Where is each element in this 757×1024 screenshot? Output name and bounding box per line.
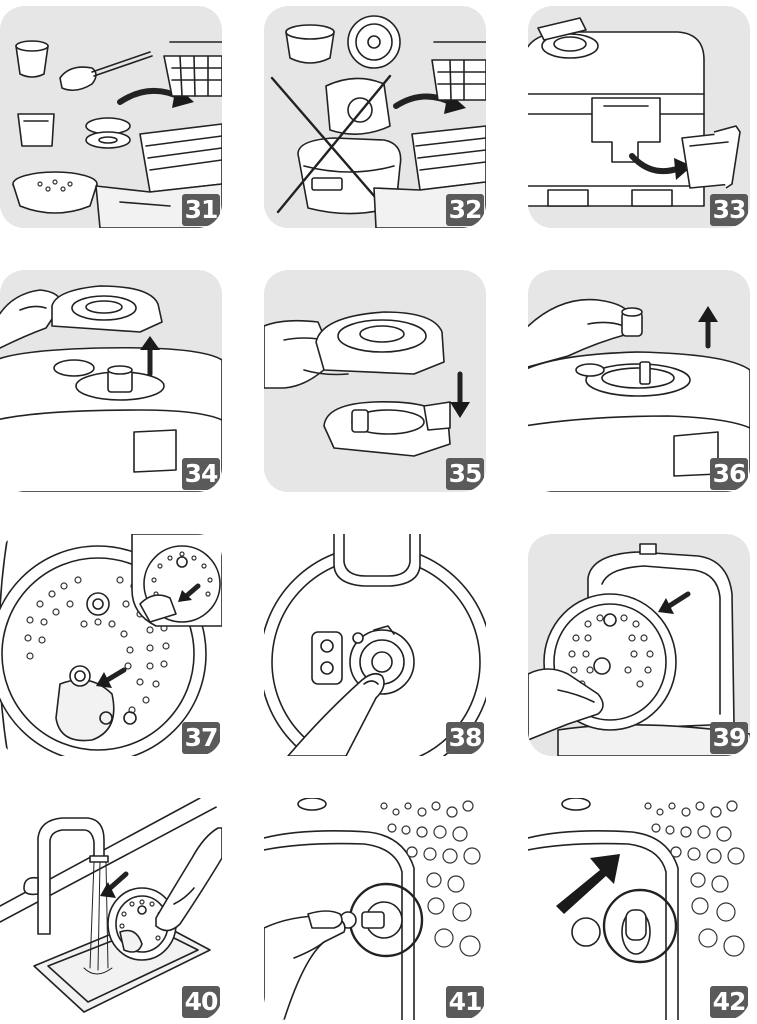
step-number-badge: 36 bbox=[710, 458, 748, 490]
step-38-panel: 38 bbox=[264, 534, 486, 756]
step-number-badge: 40 bbox=[182, 986, 220, 1018]
lift-steam-valve-cover-icon bbox=[0, 285, 222, 492]
step-34-panel: 34 bbox=[0, 270, 222, 492]
press-inner-lid-button-icon bbox=[264, 534, 486, 756]
step-33-panel: 33 bbox=[528, 6, 750, 228]
rinse-inner-lid-icon bbox=[0, 798, 222, 1013]
step-37-panel: 37 bbox=[0, 534, 222, 756]
step-number-badge: 34 bbox=[182, 458, 220, 490]
step-40-panel: 40 bbox=[0, 798, 222, 1020]
remove-inner-lid-icon bbox=[528, 543, 750, 756]
step-32-panel: 32 bbox=[264, 6, 486, 228]
step-number-badge: 31 bbox=[182, 194, 220, 226]
step-number-badge: 38 bbox=[446, 722, 484, 754]
step-42-panel: 42 bbox=[528, 798, 750, 1020]
step-number-badge: 42 bbox=[710, 986, 748, 1018]
remove-inner-lid-knob-icon bbox=[0, 534, 222, 756]
step-35-panel: 35 bbox=[264, 270, 486, 492]
step-39-panel: 39 bbox=[528, 534, 750, 756]
insert-seal-knob-icon bbox=[264, 798, 481, 1020]
step-number-badge: 33 bbox=[710, 194, 748, 226]
step-number-badge: 37 bbox=[182, 722, 220, 754]
step-number-badge: 35 bbox=[446, 458, 484, 490]
step-number-badge: 32 bbox=[446, 194, 484, 226]
step-36-panel: 36 bbox=[528, 270, 750, 492]
remove-valve-cap-icon bbox=[528, 298, 750, 492]
separate-valve-parts-icon bbox=[264, 311, 470, 457]
remove-condensation-collector-icon bbox=[528, 17, 741, 207]
step-31-panel: 31 bbox=[0, 6, 222, 228]
step-number-badge: 41 bbox=[446, 986, 484, 1018]
washable-parts-dishwasher-icon bbox=[12, 40, 222, 228]
push-seal-knob-icon bbox=[528, 798, 745, 1020]
step-41-panel: 41 bbox=[264, 798, 486, 1020]
step-number-badge: 39 bbox=[710, 722, 748, 754]
